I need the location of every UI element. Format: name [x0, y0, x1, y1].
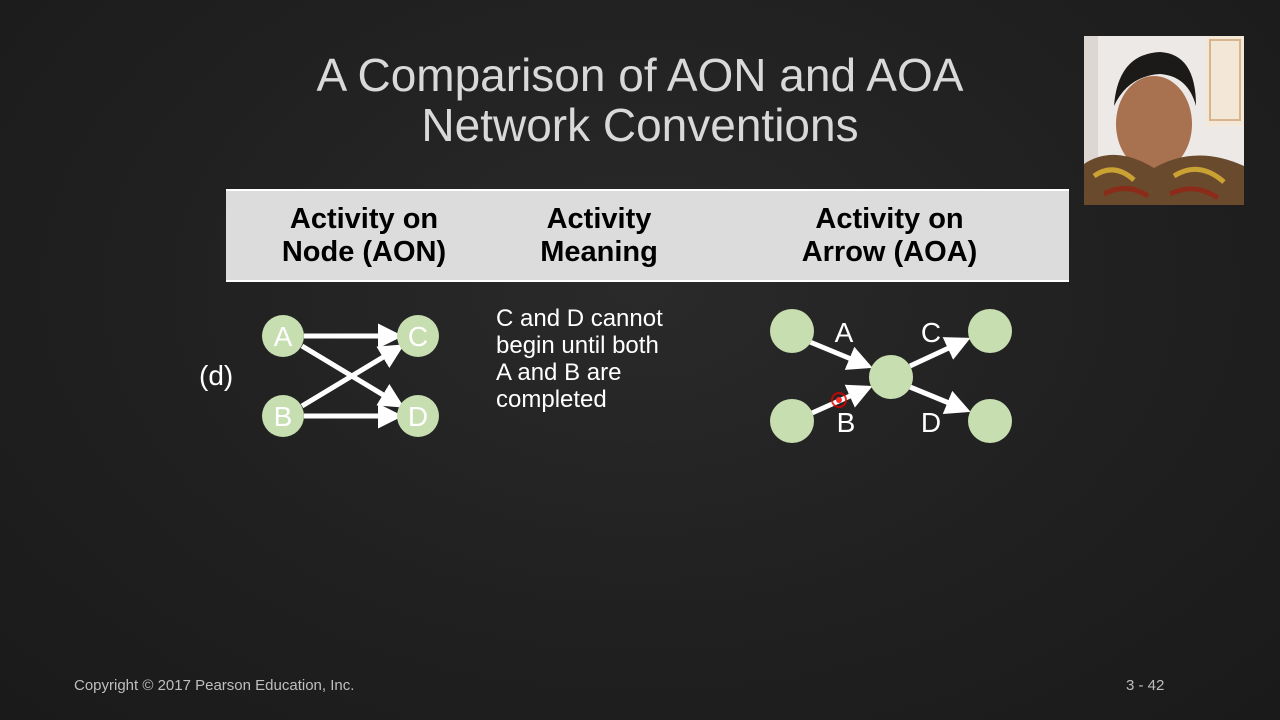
header-aoa-line-2: Arrow (AOA): [801, 236, 978, 268]
aon-arrow-b-c: [300, 344, 405, 409]
title-line-1: A Comparison of AON and AOA: [316, 49, 964, 101]
copyright-footer: Copyright © 2017 Pearson Education, Inc.: [74, 677, 355, 694]
header-meaning-line-1: Activity: [546, 203, 652, 235]
meaning-line: completed: [496, 386, 607, 413]
aoa-node-merge: [869, 355, 913, 399]
aoa-arrow-c: [908, 337, 971, 369]
aon-diagram: A B C D: [262, 315, 439, 437]
title-line-2: Network Conventions: [421, 99, 859, 151]
aon-node-c: [397, 315, 439, 357]
aon-node-label-b: B: [274, 401, 293, 432]
row-label: (d): [199, 360, 234, 391]
aoa-diagram: A B C D: [770, 309, 1012, 443]
header-meaning: Activity Meaning: [490, 203, 708, 269]
aon-node-label-c: C: [408, 321, 428, 352]
aoa-arrow-label-b: B: [837, 407, 856, 438]
meaning-line: C and D cannot: [496, 305, 663, 332]
aon-node-a: [262, 315, 304, 357]
aon-node-b: [262, 395, 304, 437]
table-header: Activity on Node (AON) Activity Meaning …: [226, 189, 1069, 282]
aon-node-label-a: A: [274, 321, 293, 352]
aoa-arrow-label-d: D: [921, 407, 941, 438]
aoa-arrow-d: [909, 384, 971, 414]
aoa-node-end-c: [968, 309, 1012, 353]
aoa-node-start-a: [770, 309, 814, 353]
meaning-line: begin until both: [496, 332, 659, 359]
header-aon: Activity on Node (AON): [248, 203, 480, 269]
aoa-arrow-a: [809, 339, 873, 370]
aon-node-d: [397, 395, 439, 437]
presenter-video-frame: [1084, 36, 1244, 205]
header-aon-line-2: Node (AON): [281, 236, 447, 268]
aoa-arrow-label-a: A: [835, 317, 854, 348]
meaning-line: A and B are: [496, 359, 622, 386]
header-aoa: Activity on Arrow (AOA): [766, 203, 1013, 269]
aoa-node-end-d: [968, 399, 1012, 443]
slide-number: 3 - 42: [1126, 677, 1165, 694]
header-aoa-line-1: Activity on: [815, 203, 964, 235]
presenter-webcam: [1084, 36, 1244, 205]
header-meaning-line-2: Meaning: [540, 236, 658, 268]
aon-node-label-d: D: [408, 401, 428, 432]
slide-title: A Comparison of AON and AOA Network Conv…: [200, 50, 1080, 150]
aoa-arrow-label-c: C: [921, 317, 941, 348]
aoa-node-start-b: [770, 399, 814, 443]
activity-meaning-text: C and D cannot begin until both A and B …: [496, 305, 726, 413]
header-aon-line-1: Activity on: [289, 203, 439, 235]
laser-pointer: [831, 392, 847, 408]
